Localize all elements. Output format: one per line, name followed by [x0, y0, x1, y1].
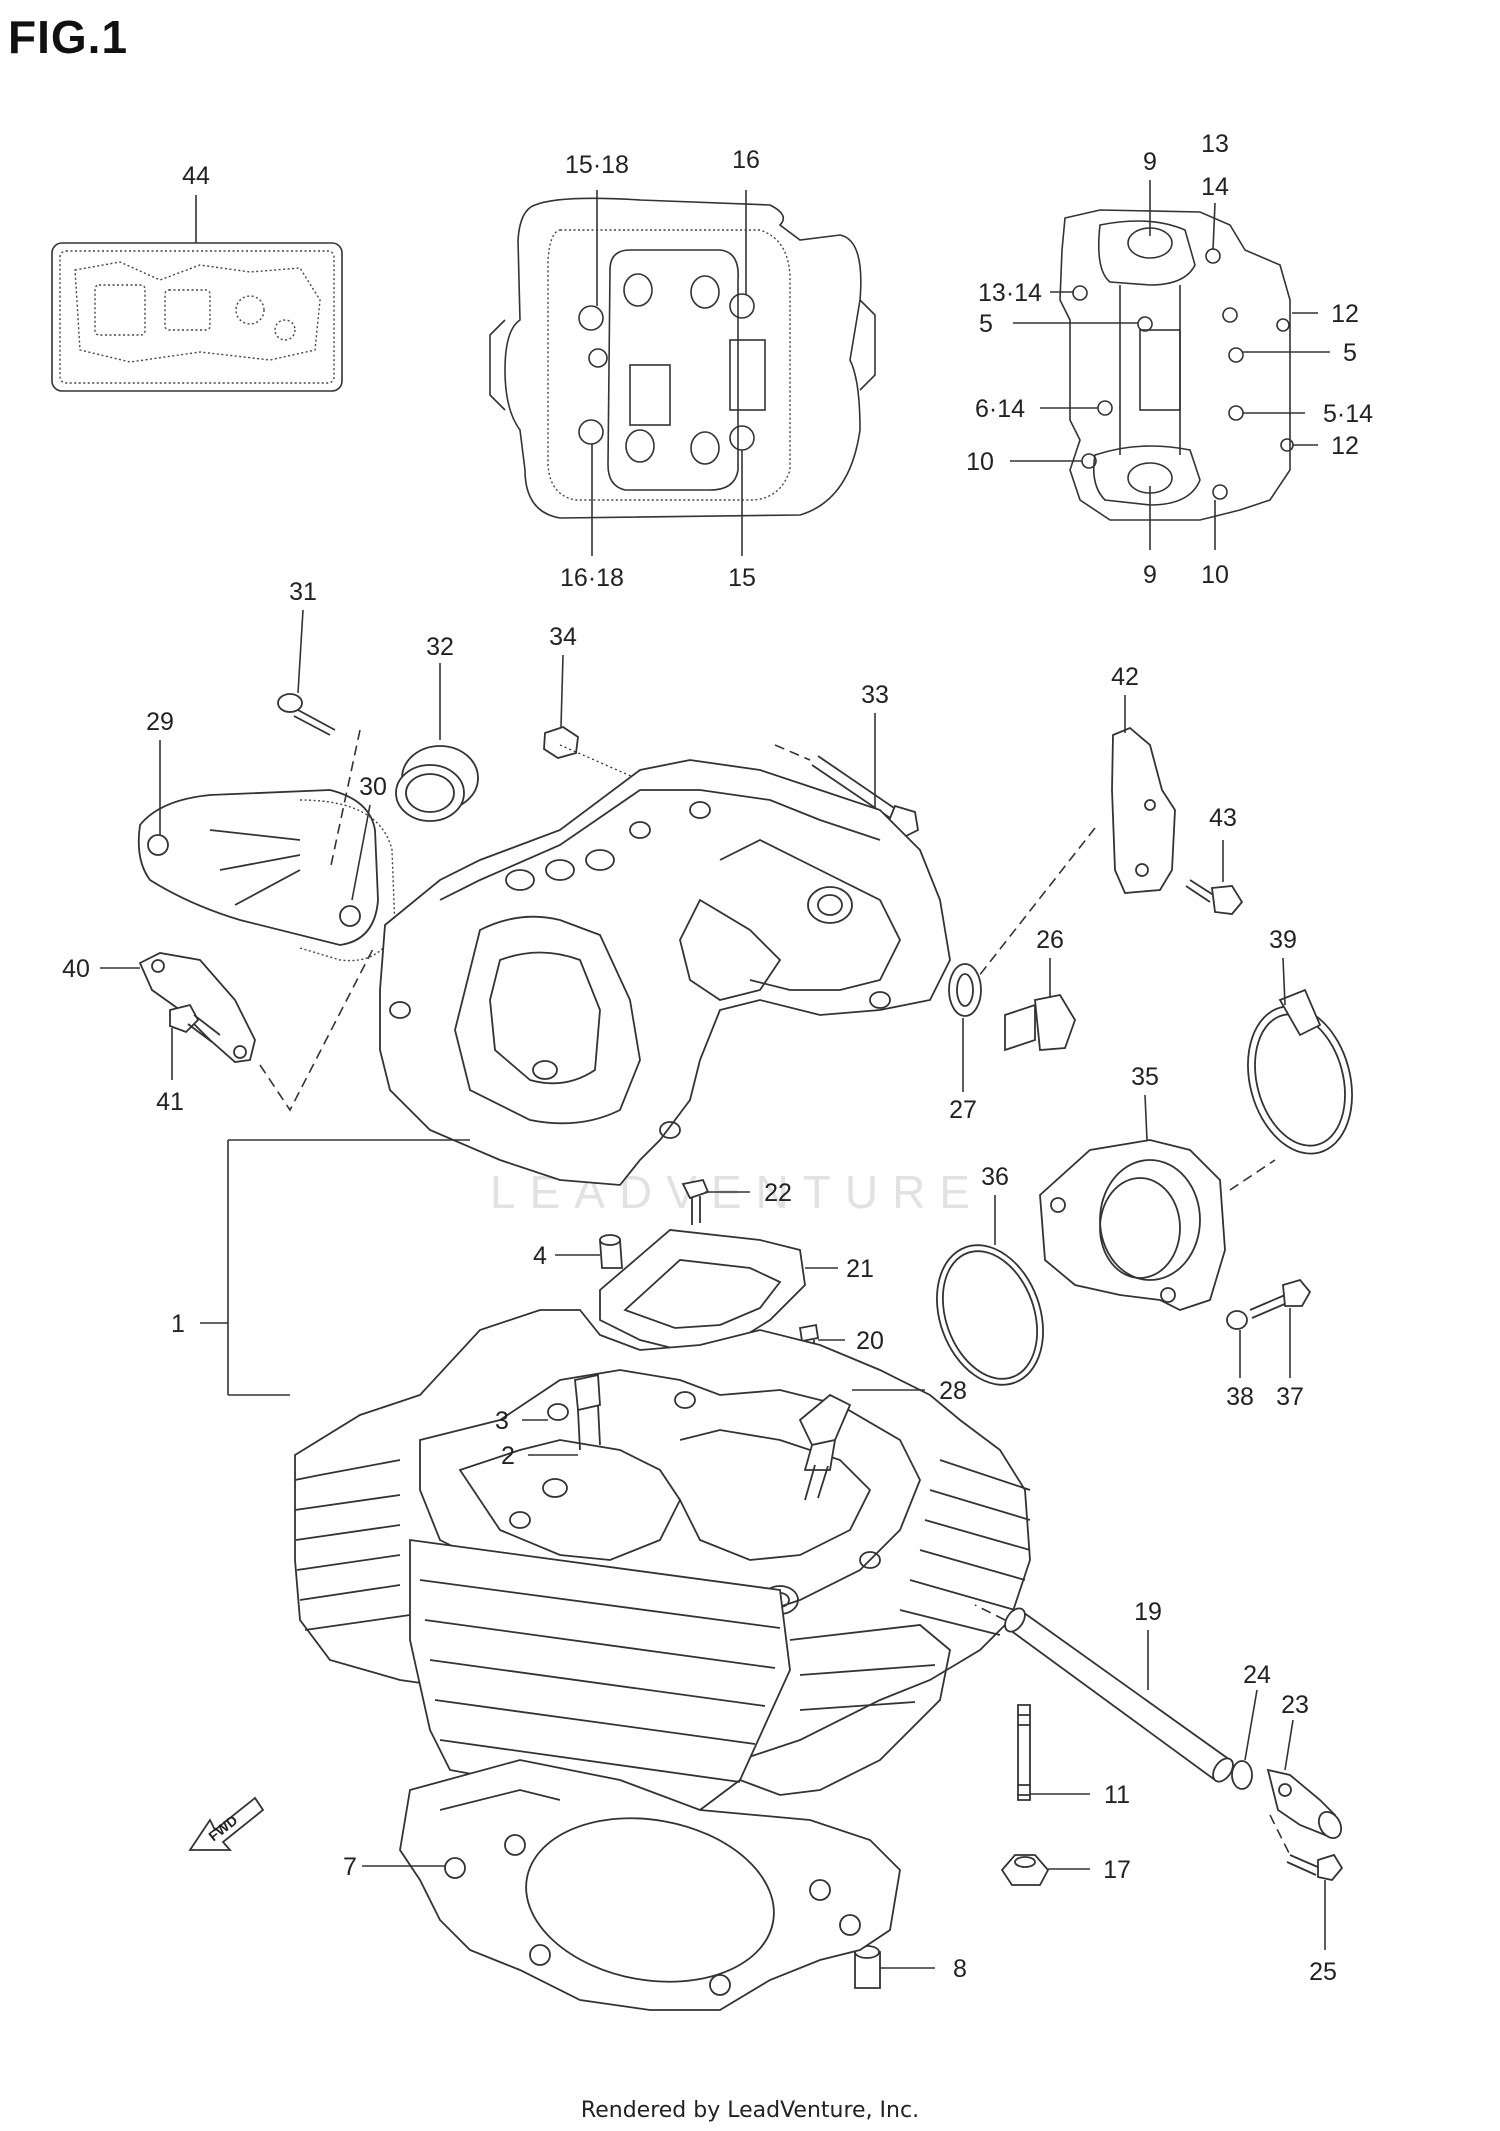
cylinder-head-assembly [379, 759, 951, 1186]
part-32-ring [395, 745, 479, 822]
part-25-bolt [1286, 1853, 1344, 1881]
callout-19: 19 [1134, 1598, 1162, 1626]
callout-16-18: 16·18 [560, 564, 624, 592]
part-28-spark-plug [798, 1393, 852, 1501]
callout-42: 42 [1111, 663, 1139, 691]
callout-11: 11 [1104, 1781, 1130, 1809]
callout-9-bottom: 9 [1143, 561, 1157, 589]
callout-30: 30 [359, 773, 387, 801]
callout-9-top: 9 [1143, 148, 1157, 176]
callout-12-lower: 12 [1331, 432, 1359, 460]
part-41-bolt [169, 1003, 221, 1043]
part-43-bolt [1185, 879, 1244, 915]
part-27-gasket [948, 963, 982, 1017]
part-7-cylinder-gasket [399, 1759, 901, 2011]
callout-7: 7 [343, 1853, 357, 1881]
callout-27: 27 [949, 1096, 977, 1124]
callout-33: 33 [861, 681, 889, 709]
callout-44: 44 [182, 162, 210, 190]
part-37-bolt [1249, 1278, 1312, 1319]
callout-37: 37 [1276, 1383, 1304, 1411]
part-3-dowel [547, 1403, 569, 1421]
callout-41: 41 [156, 1088, 184, 1116]
figure-title: FIG.1 [8, 11, 129, 63]
callout-38: 38 [1226, 1383, 1254, 1411]
part-23-union [1266, 1768, 1343, 1840]
callout-10-left: 10 [966, 448, 994, 476]
part-35-intake-pipe [1039, 1139, 1226, 1311]
callout-43: 43 [1209, 804, 1237, 832]
part-38-washer [1226, 1310, 1248, 1330]
callout-17: 17 [1103, 1856, 1131, 1884]
part-11-stud [1017, 1704, 1031, 1801]
callout-23: 23 [1281, 1691, 1309, 1719]
part-34-nut [543, 726, 641, 781]
callout-13: 13 [1201, 130, 1229, 158]
callout-12-upper: 12 [1331, 300, 1359, 328]
callout-13-14: 13·14 [978, 279, 1042, 307]
callout-15-18: 15·18 [565, 151, 629, 179]
footer-credit: Rendered by LeadVenture, Inc. [580, 2098, 920, 2123]
cylinder-head-top-view [489, 197, 876, 519]
callout-35: 35 [1131, 1063, 1159, 1091]
part-21-plate [599, 1229, 806, 1351]
callout-2: 2 [501, 1442, 515, 1470]
cylinder-head-bottom-view [1059, 209, 1294, 521]
part-2-valve-guide [574, 1373, 601, 1451]
callout-28: 28 [939, 1377, 967, 1405]
part-4-dowel [599, 1234, 623, 1269]
fwd-arrow: FWD [188, 1796, 265, 1851]
callout-32: 32 [426, 633, 454, 661]
callout-31: 31 [289, 578, 317, 606]
callout-14: 14 [1201, 173, 1229, 201]
callout-5-right: 5 [1343, 339, 1357, 367]
part-30-gasket [299, 799, 396, 962]
callout-1: 1 [171, 1310, 185, 1338]
callout-16-top: 16 [732, 146, 760, 174]
part-24-o-ring [1231, 1760, 1253, 1790]
part-42-bracket [1111, 726, 1176, 894]
callout-40: 40 [62, 955, 90, 983]
part-39-clamp [1247, 988, 1353, 1155]
callout-29: 29 [146, 708, 174, 736]
callout-34: 34 [549, 623, 577, 651]
callout-8: 8 [953, 1955, 967, 1983]
part-36-o-ring [936, 1244, 1044, 1386]
part-19-pipe [974, 1604, 1234, 1783]
callout-3: 3 [495, 1407, 509, 1435]
callout-22: 22 [764, 1179, 792, 1207]
part-29-cover [137, 789, 379, 946]
callout-10-right: 10 [1201, 561, 1229, 589]
callout-6-14: 6·14 [975, 395, 1025, 423]
callout-15-bottom: 15 [728, 564, 756, 592]
callout-5-14: 5·14 [1323, 400, 1373, 428]
callout-21: 21 [846, 1255, 874, 1283]
part-26-plug [1004, 993, 1076, 1052]
callout-5-left: 5 [979, 310, 993, 338]
part-8-dowel [854, 1945, 881, 1989]
part-31-bolt [277, 693, 336, 736]
part-40-bracket [138, 952, 256, 1063]
callout-24: 24 [1243, 1661, 1271, 1689]
callout-26: 26 [1036, 926, 1064, 954]
callout-20: 20 [856, 1327, 884, 1355]
callout-4: 4 [533, 1242, 547, 1270]
callout-36: 36 [981, 1163, 1009, 1191]
callout-39: 39 [1269, 926, 1297, 954]
part-22-screw [681, 1178, 710, 1225]
part-44-label-plate [51, 242, 343, 392]
part-17-nut [1000, 1854, 1050, 1886]
callout-25: 25 [1309, 1958, 1337, 1986]
